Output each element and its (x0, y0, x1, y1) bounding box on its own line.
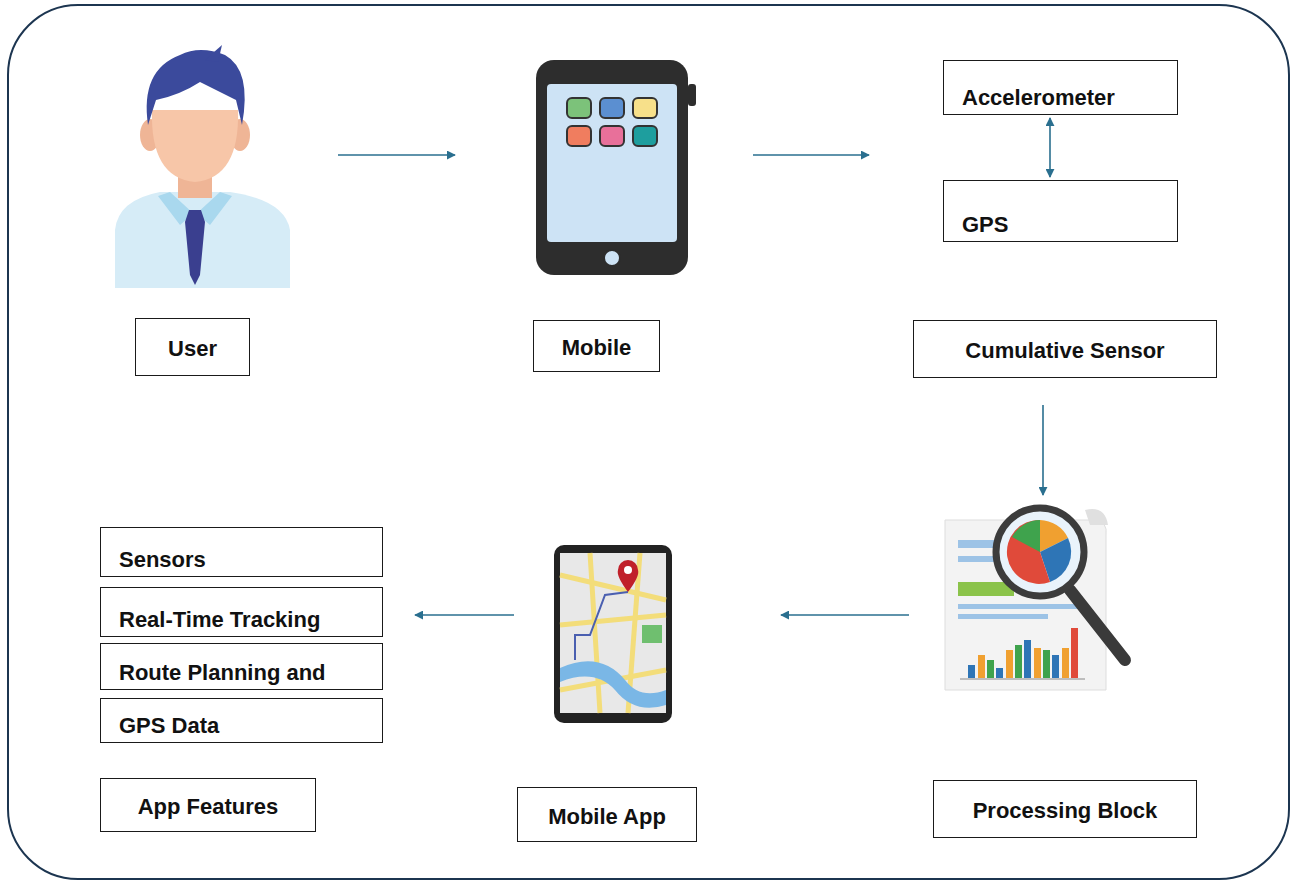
mobile-phone-icon-part (600, 126, 624, 146)
flow-arrow (338, 154, 455, 156)
mobile-column: Mobile (458, 40, 750, 380)
flow-arrow (415, 614, 514, 616)
map-phone-icon-part (560, 553, 666, 713)
analytics-illustration-part (960, 679, 1085, 680)
feature-box: Sensors (100, 527, 383, 577)
user-column: User (100, 40, 335, 380)
analytics-illustration-part (978, 648, 1069, 678)
analytics-illustration-part-part (1062, 648, 1069, 678)
analytics-illustration-part (958, 614, 1048, 619)
node-text: GPS (962, 212, 1008, 237)
analytics-illustration-part (1070, 590, 1125, 660)
node-text: Sensors (119, 547, 206, 572)
map-phone-icon-part (554, 545, 672, 723)
analytics-illustration-part (1012, 520, 1040, 552)
analytics-illustration-part-part (1024, 640, 1031, 678)
feature-box: GPS Data (100, 698, 383, 743)
analytics-illustration-part-part (1006, 650, 1013, 678)
user-figure (115, 45, 290, 288)
map-phone-icon-part (618, 560, 639, 592)
analytics-illustration-part (1007, 520, 1050, 584)
map-phone-icon-part (560, 553, 666, 713)
node-text: Processing Block (973, 798, 1158, 823)
label-box: Mobile (533, 320, 660, 372)
mobile-phone-icon-part (633, 126, 657, 146)
analytics-illustration-part (968, 640, 1059, 678)
node-text: User (168, 336, 217, 361)
feature-box: Route Planning and (100, 643, 383, 690)
sensor-group: Cumulative Sensor AccelerometerGPS (872, 40, 1220, 402)
mobile-phone-icon-part (604, 250, 620, 266)
analytics-illustration-part (1085, 509, 1108, 525)
user-figure-part (152, 110, 238, 182)
mobile-phone-icon-part (547, 84, 677, 242)
node-text: GPS Data (119, 713, 219, 738)
node-text: Route Planning and (119, 660, 326, 685)
node-text: App Features (138, 794, 279, 819)
flow-arrow (781, 614, 909, 616)
node-text: Real-Time Tracking (119, 607, 320, 632)
label-box: Cumulative Sensor (913, 320, 1217, 378)
analytics-illustration-part-part (996, 668, 1003, 678)
mobile-phone-icon-part (567, 126, 591, 146)
analytics-illustration-part-part (987, 660, 994, 678)
analytics-illustration (945, 508, 1125, 690)
analytics-illustration-part-part (1015, 645, 1022, 678)
map-phone-icon-part-part (560, 575, 666, 600)
user-figure-part (185, 210, 205, 285)
analytics-illustration-part-part (1034, 648, 1041, 678)
analytics-illustration-part-part (1043, 650, 1050, 678)
mobile-phone-icon-part (688, 84, 696, 106)
analytics-illustration-part (958, 604, 1078, 609)
map-phone-icon (554, 545, 672, 723)
user-figure-part (115, 192, 290, 288)
sensor-box: Accelerometer (943, 60, 1178, 115)
node-text: Cumulative Sensor (965, 338, 1164, 363)
map-phone-icon-part-part (560, 615, 666, 625)
node-text: Mobile App (548, 804, 666, 829)
map-phone-icon-part (642, 625, 662, 643)
analytics-illustration-part-part (978, 655, 985, 678)
map-phone-icon-part (560, 661, 666, 708)
flow-arrow (1049, 118, 1051, 177)
mobile-phone-icon-part (633, 98, 657, 118)
mobile-phone-icon-part (567, 98, 591, 118)
outer-frame (8, 5, 1289, 879)
map-phone-icon-part (624, 566, 632, 574)
mobile-phone-icon-part (536, 60, 688, 275)
sensor-box: GPS (943, 180, 1178, 242)
mobile-app-column: Mobile App (517, 540, 778, 842)
user-figure-part (147, 50, 245, 125)
feature-box: Real-Time Tracking (100, 587, 383, 637)
node-text: Mobile (562, 335, 632, 360)
label-box: App Features (100, 778, 316, 832)
label-box: Mobile App (517, 787, 697, 842)
analytics-illustration-part (996, 508, 1084, 596)
analytics-illustration-part (987, 645, 1050, 678)
analytics-illustration-part-part (1052, 655, 1059, 678)
user-figure-part (205, 45, 222, 62)
label-box: User (135, 318, 250, 376)
label-box: Processing Block (933, 780, 1197, 838)
mobile-phone-icon-part (600, 98, 624, 118)
mobile-phone-icon (536, 60, 696, 275)
flow-arrow (1042, 405, 1044, 495)
features-group: App Features SensorsReal-Time TrackingRou… (98, 525, 412, 835)
processing-column: Processing Block (912, 498, 1220, 840)
analytics-illustration-part-part (968, 665, 975, 678)
node-text: Accelerometer (962, 85, 1115, 110)
flow-arrow (753, 154, 869, 156)
analytics-illustration-part (1071, 628, 1078, 678)
map-phone-icon-part (575, 592, 628, 660)
